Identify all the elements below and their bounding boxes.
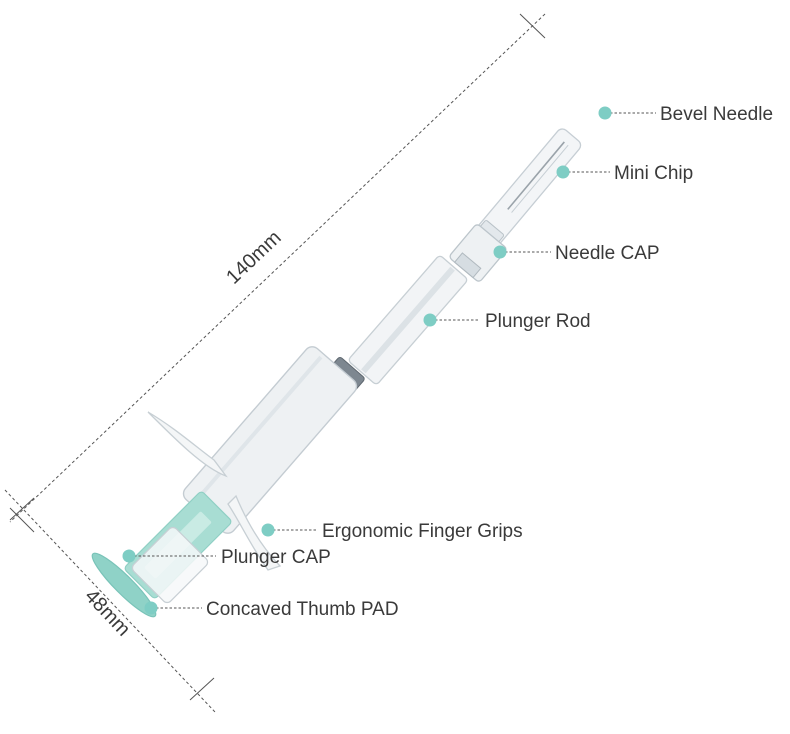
ergonomic-finger-grips-marker	[261, 523, 275, 537]
callout-plunger-cap: Plunger CAP	[122, 547, 331, 568]
callout-needle-cap: Needle CAP	[493, 243, 660, 264]
finger-grip-left	[147, 411, 228, 478]
width-dimension-tick-top	[9, 497, 35, 521]
length-dimension-tick-top	[519, 13, 546, 39]
plunger-cap-marker	[122, 549, 136, 563]
thumb-pad	[91, 552, 157, 618]
needle-cap-marker	[493, 245, 507, 259]
plunger-cap-label: Plunger CAP	[221, 547, 331, 568]
plunger-rod-label: Plunger Rod	[485, 311, 591, 332]
callout-plunger-rod: Plunger Rod	[423, 311, 591, 332]
callout-concaved-thumb-pad: Concaved Thumb PAD	[144, 599, 399, 620]
width-dimension-tick-bottom	[189, 677, 215, 701]
mini-chip-marker	[556, 165, 570, 179]
width-dimension-line	[4, 489, 216, 713]
finger-grip-right	[227, 494, 282, 571]
callout-mini-chip: Mini Chip	[556, 163, 693, 184]
length-dimension-line	[9, 13, 546, 523]
concaved-thumb-pad-label: Concaved Thumb PAD	[206, 599, 399, 620]
concaved-thumb-pad-marker	[144, 601, 158, 615]
needle-cap-label: Needle CAP	[555, 243, 660, 264]
length-dimension-label: 140mm	[222, 227, 286, 289]
plunger-rod-marker	[423, 313, 437, 327]
syringe-illustration	[91, 128, 582, 618]
length-dimension-tick-bottom	[9, 507, 35, 533]
bevel-needle-label: Bevel Needle	[660, 104, 773, 125]
ergonomic-finger-grips-label: Ergonomic Finger Grips	[322, 521, 523, 542]
mini-chip-label: Mini Chip	[614, 163, 693, 184]
bevel-needle-marker	[598, 106, 612, 120]
callout-bevel-needle: Bevel Needle	[598, 104, 773, 125]
callout-ergonomic-finger-grips: Ergonomic Finger Grips	[261, 521, 523, 542]
